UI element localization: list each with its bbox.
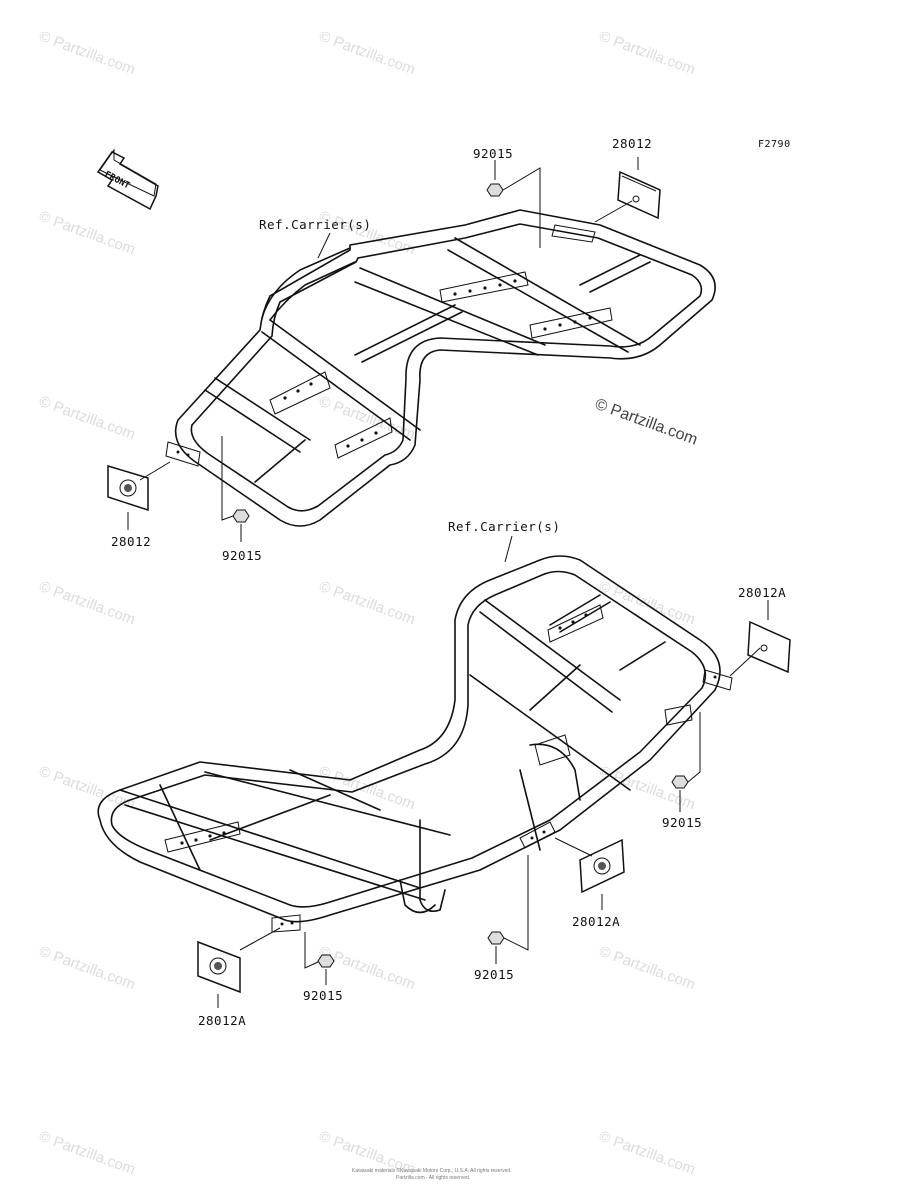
watermark: © Partzilla.com (317, 393, 418, 444)
ref-carrier-label-top: Ref.Carrier(s) (259, 217, 371, 232)
watermark: © Partzilla.com (317, 208, 418, 259)
watermark: © Partzilla.com (37, 1128, 138, 1179)
watermark: © Partzilla.com (597, 1128, 698, 1179)
watermark: © Partzilla.com (37, 578, 138, 629)
watermark: © Partzilla.com (37, 393, 138, 444)
part-label-28012-left: 28012 (111, 534, 151, 549)
watermark: © Partzilla.com (37, 208, 138, 259)
nut-92015-mid (487, 931, 505, 945)
part-label-92015-left-bottom: 92015 (303, 988, 343, 1003)
reflector-28012-top-left (107, 464, 149, 512)
part-label-28012A-right: 28012A (738, 585, 786, 600)
watermark: © Partzilla.com (597, 578, 698, 629)
watermark-dark: © Partzilla.com (593, 396, 700, 449)
part-label-92015-mid: 92015 (474, 967, 514, 982)
part-label-28012A-left: 28012A (198, 1013, 246, 1028)
watermark: © Partzilla.com (317, 943, 418, 994)
nut-92015-right (671, 775, 689, 789)
nut-92015-left (232, 509, 250, 523)
front-arrow-icon: FRONT (96, 148, 159, 211)
nut-92015-top (486, 183, 504, 197)
watermark: © Partzilla.com (597, 943, 698, 994)
part-label-28012A-mid: 28012A (572, 914, 620, 929)
reflector-28012A-right (747, 620, 791, 674)
bottom-carrier (97, 555, 733, 933)
reflector-28012A-left (197, 940, 241, 994)
watermark: © Partzilla.com (37, 28, 138, 79)
top-carrier (165, 209, 716, 527)
part-label-92015-top: 92015 (473, 146, 513, 161)
part-label-28012-top: 28012 (612, 136, 652, 151)
ref-carrier-label-bottom: Ref.Carrier(s) (448, 519, 560, 534)
figure-code: F2790 (758, 139, 791, 150)
watermark: © Partzilla.com (37, 763, 138, 814)
watermark: © Partzilla.com (597, 28, 698, 79)
copyright-line-1: Kawasaki materials ©Kawasaki Motors Corp… (352, 1167, 512, 1174)
part-label-92015-left: 92015 (222, 548, 262, 563)
copyright-line-2: Partzilla.com - All rights reserved. (396, 1175, 470, 1181)
watermark: © Partzilla.com (317, 28, 418, 79)
reflector-28012-top-right (617, 170, 661, 220)
reflector-28012A-mid (579, 838, 625, 894)
nut-92015-left-bottom (317, 954, 335, 968)
part-label-92015-right: 92015 (662, 815, 702, 830)
watermark: © Partzilla.com (317, 578, 418, 629)
watermark: © Partzilla.com (37, 943, 138, 994)
